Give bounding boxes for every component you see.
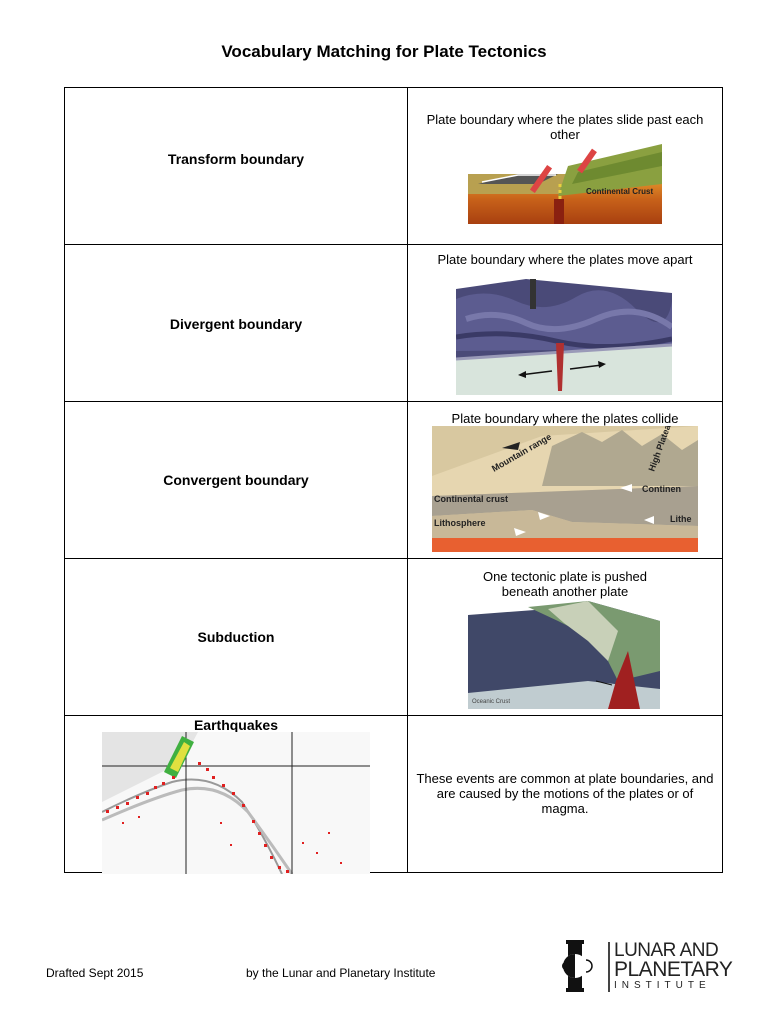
definition-earthquakes: These events are common at plate boundar… <box>416 771 714 816</box>
subduction-diagram: Oceanic Crust <box>468 601 660 709</box>
definition-divergent: Plate boundary where the plates move apa… <box>437 252 693 267</box>
term-subduction: Subduction <box>197 629 275 645</box>
definition-cell: Plate boundary where the plates move apa… <box>407 244 723 402</box>
table-row: Earthquakes <box>64 715 723 874</box>
term-transform-boundary: Transform boundary <box>167 151 305 167</box>
term-convergent-boundary: Convergent boundary <box>163 472 309 488</box>
image-label-continental-crust-right: Continen <box>642 484 681 494</box>
image-label-oceanic-crust: Oceanic Crust <box>472 699 510 705</box>
image-label-continental-crust: Continental Crust <box>586 187 653 196</box>
lpi-logo-mark <box>562 940 593 992</box>
page-title: Vocabulary Matching for Plate Tectonics <box>221 42 547 61</box>
divergent-boundary-diagram <box>456 279 672 395</box>
table-row: Transform boundary Plate boundary where … <box>64 87 723 245</box>
logo-line-2: PLANETARY <box>614 958 733 981</box>
lpi-logo: LUNAR AND PLANETARY INSTITUTE <box>556 938 733 994</box>
table-row: Divergent boundary Plate boundary where … <box>64 244 723 402</box>
definition-transform: Plate boundary where the plates slide pa… <box>426 112 704 142</box>
table-row: Subduction One tectonic plate is pushed … <box>64 558 723 716</box>
earthquake-map <box>102 732 370 874</box>
footer-drafted: Drafted Sept 2015 <box>46 966 144 980</box>
term-cell: Convergent boundary <box>64 401 408 559</box>
logo-line-1: LUNAR AND <box>614 940 719 961</box>
definition-cell: One tectonic plate is pushed beneath ano… <box>407 558 723 716</box>
image-label-lithosphere-right: Lithe <box>670 514 692 524</box>
term-cell: Earthquakes <box>64 715 408 874</box>
image-label-lithosphere-left: Lithosphere <box>434 518 486 528</box>
table-row: Convergent boundary Plate boundary where… <box>64 401 723 559</box>
term-cell: Divergent boundary <box>64 244 408 402</box>
definition-subduction: One tectonic plate is pushed beneath ano… <box>482 569 648 599</box>
term-earthquakes: Earthquakes <box>193 717 279 733</box>
definition-cell: Plate boundary where the plates slide pa… <box>407 87 723 245</box>
term-cell: Subduction <box>64 558 408 716</box>
convergent-boundary-diagram: Mountain range High Plateau Continental … <box>432 426 698 552</box>
transform-boundary-diagram: Continental Crust <box>468 144 662 224</box>
definition-cell: Plate boundary where the plates collide … <box>407 401 723 559</box>
definition-cell: These events are common at plate boundar… <box>407 715 723 873</box>
vocabulary-table: Transform boundary Plate boundary where … <box>64 87 723 874</box>
logo-line-3: INSTITUTE <box>614 980 711 991</box>
image-label-continental-crust-left: Continental crust <box>434 494 508 504</box>
term-divergent-boundary: Divergent boundary <box>169 316 303 332</box>
footer-author: by the Lunar and Planetary Institute <box>246 966 436 980</box>
definition-convergent: Plate boundary where the plates collide <box>451 411 679 426</box>
term-cell: Transform boundary <box>64 87 408 245</box>
